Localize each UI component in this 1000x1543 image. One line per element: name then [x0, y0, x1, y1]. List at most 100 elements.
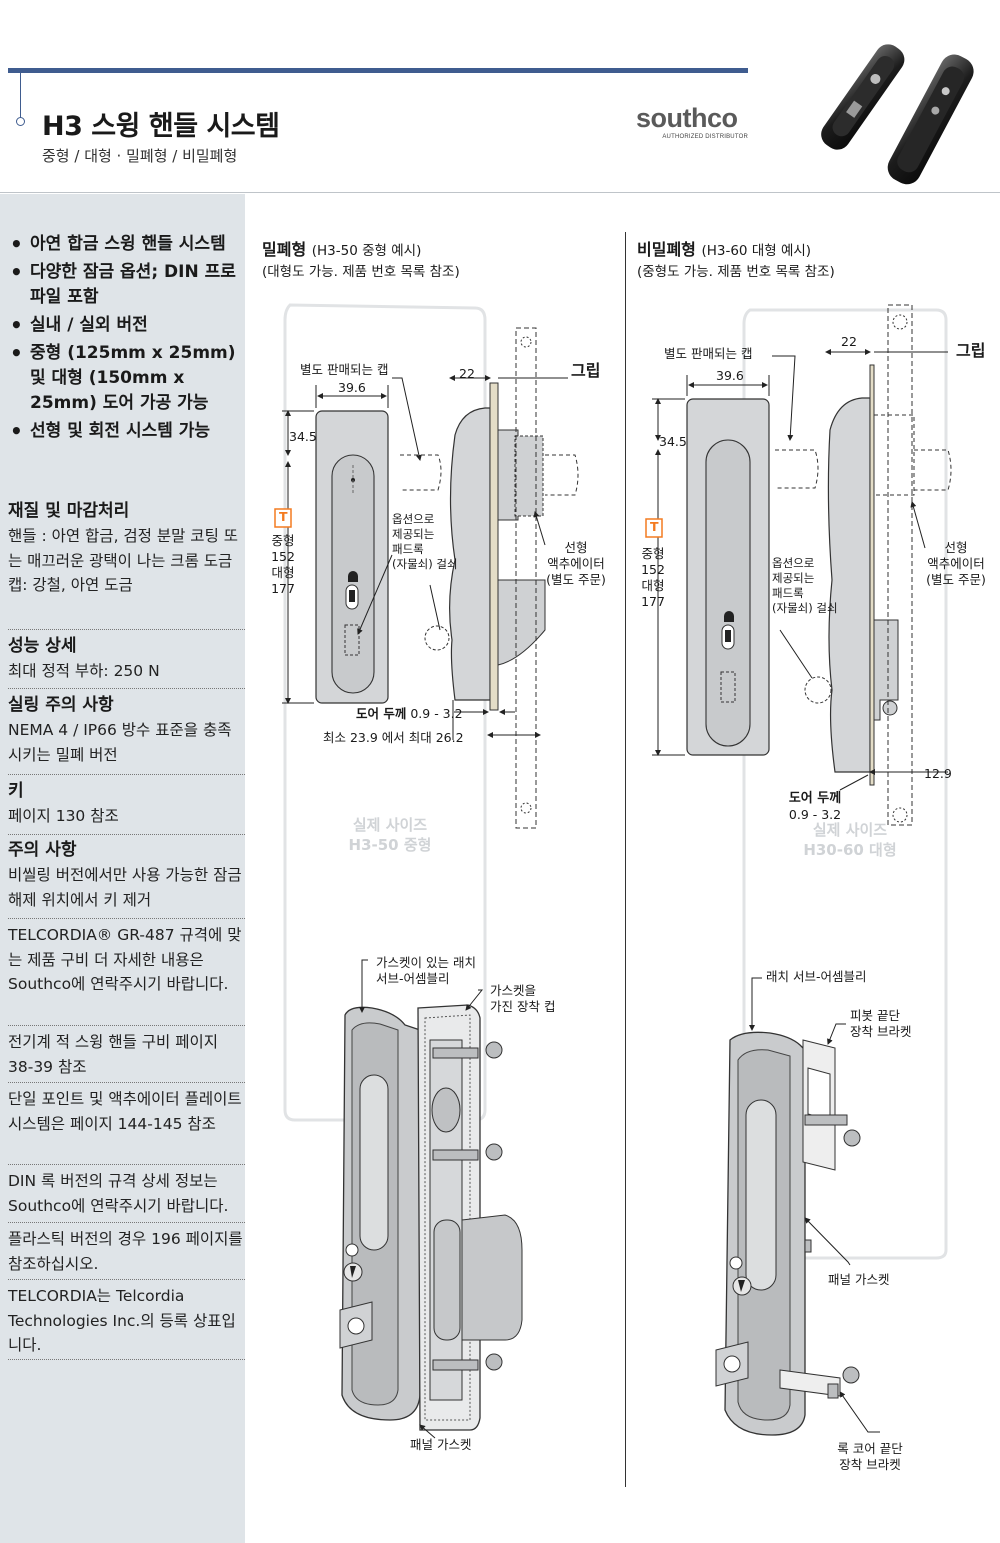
note-block: 플라스틱 버전의 경우 196 페이지를 참조하십시오.	[8, 1227, 245, 1276]
column-divider	[625, 232, 626, 1487]
key-heading: 키	[8, 781, 24, 801]
padlock-line: 패드록	[772, 586, 804, 600]
right-callout-pivot: 피봇 끝단 장착 브라켓	[850, 1008, 911, 1040]
divider	[8, 1082, 245, 1083]
left-padlock-label: 옵션으로 제공되는 패드록 (자물쇠) 걸쇠	[392, 512, 458, 572]
left-figure-title: 밀폐형 (H3-50 중형 예시)	[262, 236, 421, 260]
left-figure-subtitle: (대형도 가능. 제품 번호 목록 참조)	[262, 264, 460, 280]
left-t-values: 중형 152 대형 177	[268, 533, 298, 597]
door-thickness-label: 도어 두께	[788, 791, 842, 806]
left-side-view	[424, 327, 579, 829]
material-text: 핸들 : 아연 합금, 검정 분말 코팅 또는 매끄러운 광택이 나는 크롬 도…	[8, 527, 239, 570]
left-dim-depth: 22	[459, 366, 475, 381]
t-value: 177	[271, 581, 295, 596]
right-actuator-label: 선형 액추에이터 (별도 주문)	[920, 540, 992, 588]
right-figure-subtitle: (중형도 가능. 제품 번호 목록 참조)	[637, 264, 835, 280]
divider	[8, 1164, 245, 1165]
material-heading: 재질 및 마감처리	[8, 501, 130, 521]
note-block: TELCORDIA는 Telcordia Technologies Inc.의 …	[8, 1284, 245, 1358]
watermark-line: H3-50 중형	[348, 836, 432, 854]
divider	[8, 1222, 245, 1223]
sealing-text: NEMA 4 / IP66 방수 표준을 충족시키는 밀폐 버전	[8, 721, 232, 764]
note-block: DIN 록 버전의 규격 상세 정보는 Southco에 연락주시기 바랍니다.	[8, 1169, 245, 1218]
material-section: 재질 및 마감처리 핸들 : 아연 합금, 검정 분말 코팅 또는 매끄러운 광…	[8, 498, 245, 598]
header-bullet-icon	[16, 117, 25, 126]
page-header: H3 스윙 핸들 시스템 중형 / 대형 · 밀폐형 / 비밀폐형 southc…	[0, 0, 1000, 193]
t-value: 대형	[641, 578, 665, 593]
note-item: 전기계 적 스윙 핸들 구비 페이지 38-39 참조	[8, 1033, 219, 1076]
right-callout-latch: 래치 서브-어셈블리	[766, 969, 867, 984]
note-block: 단일 포인트 및 액추에이터 플레이트 시스템은 페이지 144-145 참조	[8, 1087, 245, 1136]
header-vertical-rule	[20, 73, 21, 119]
divider	[8, 918, 245, 919]
watermark-line: H30-60 대형	[803, 841, 897, 859]
actuator-line: (별도 주문)	[926, 572, 986, 587]
actuator-line: 액추에이터	[927, 556, 985, 571]
left-callout-latch: 가스켓이 있는 래치 서브-어셈블리	[376, 955, 476, 987]
left-figure-title-note: (H3-50 중형 예시)	[311, 243, 422, 259]
actuator-line: 선형	[944, 540, 968, 555]
right-side-view	[804, 304, 952, 826]
left-dim-width: 39.6	[338, 380, 366, 395]
key-section: 키 페이지 130 참조	[8, 778, 245, 829]
performance-text: 최대 정적 부하: 250 N	[8, 662, 160, 680]
material-text: 캡: 강철, 아연 도금	[8, 576, 133, 594]
note-item: 비씰링 버전에서만 사용 가능한 잠금 해제 위치에서 키 제거	[8, 866, 242, 909]
t-value: 중형	[641, 546, 665, 561]
right-door-thickness: 도어 두께 0.9 - 3.2	[782, 791, 848, 823]
feature-item: 다양한 잠금 옵션; DIN 프로파일 포함	[8, 260, 238, 310]
padlock-line: 패드록	[392, 542, 424, 556]
note-block: 전기계 적 스윙 핸들 구비 페이지 38-39 참조	[8, 1030, 245, 1079]
note-item: TELCORDIA는 Telcordia Technologies Inc.의 …	[8, 1287, 236, 1354]
callout-line: 가스켓을	[490, 983, 537, 998]
padlock-line: (자물쇠) 걸쇠	[772, 601, 838, 615]
right-watermark: 실제 사이즈 H30-60 대형	[790, 820, 910, 860]
padlock-line: 옵션으로	[392, 512, 435, 526]
door-thickness-label: 도어 두께	[356, 706, 407, 721]
right-callout-lock: 록 코어 끝단 장착 브라켓	[830, 1441, 910, 1473]
page-subtitle: 중형 / 대형 · 밀폐형 / 비밀폐형	[42, 147, 238, 165]
right-cap-label: 별도 판매되는 캡	[664, 346, 753, 361]
feature-item: 실내 / 실외 버전	[8, 313, 238, 338]
feature-list: 아연 합금 스윙 핸들 시스템 다양한 잠금 옵션; DIN 프로파일 포함 실…	[8, 232, 238, 447]
right-callout-gasket: 패널 가스켓	[828, 1272, 890, 1287]
product-photo	[821, 44, 974, 185]
t-value: 중형	[271, 533, 295, 548]
divider	[8, 1279, 245, 1280]
actuator-line: 선형	[564, 540, 588, 555]
left-front-view	[282, 377, 442, 704]
page-title: H3 스윙 핸들 시스템	[42, 111, 280, 142]
actuator-line: 액추에이터	[547, 556, 605, 571]
right-exploded-view	[715, 977, 880, 1436]
padlock-line: 제공되는	[772, 571, 815, 585]
feature-item: 중형 (125mm x 25mm) 및 대형 (150mm x 25mm) 도어…	[8, 341, 238, 416]
callout-line: 가진 장착 컵	[490, 999, 556, 1014]
logo-tagline: AUTHORIZED DISTRIBUTOR	[662, 134, 748, 140]
actual-size-outline-right	[742, 308, 948, 1260]
feature-item: 선형 및 회전 시스템 가능	[8, 419, 238, 444]
callout-line: 가스켓이 있는 래치	[376, 955, 476, 970]
divider	[8, 1025, 245, 1026]
left-cap-label: 별도 판매되는 캡	[300, 362, 389, 377]
sealing-section: 실링 주의 사항 NEMA 4 / IP66 방수 표준을 충족시키는 밀폐 버…	[8, 692, 245, 767]
right-t-values: 중형 152 대형 177	[638, 546, 668, 610]
left-figure-title-main: 밀폐형	[262, 240, 307, 259]
right-figure-title-main: 비밀폐형	[637, 240, 696, 259]
right-figure-title-note: (H3-60 대형 예시)	[701, 243, 812, 259]
callout-line: 록 코어 끝단	[837, 1441, 903, 1456]
logo-wordmark: southco	[636, 103, 738, 133]
key-text: 페이지 130 참조	[8, 807, 119, 825]
note-item: 단일 포인트 및 액추에이터 플레이트 시스템은 페이지 144-145 참조	[8, 1090, 242, 1133]
t-value: 177	[641, 594, 665, 609]
divider	[8, 629, 245, 630]
padlock-line: 옵션으로	[772, 556, 815, 570]
notes-section: 주의 사항 비씰링 버전에서만 사용 가능한 잠금 해제 위치에서 키 제거	[8, 837, 245, 912]
note-block: TELCORDIA® GR-487 규격에 맞는 제품 구비 더 자세한 내용은…	[8, 923, 245, 997]
callout-line: 피봇 끝단	[850, 1008, 900, 1023]
divider	[8, 774, 245, 775]
divider	[8, 1359, 245, 1360]
watermark-line: 실제 사이즈	[812, 821, 888, 839]
header-rule	[8, 68, 748, 73]
padlock-line: (자물쇠) 걸쇠	[392, 557, 458, 571]
